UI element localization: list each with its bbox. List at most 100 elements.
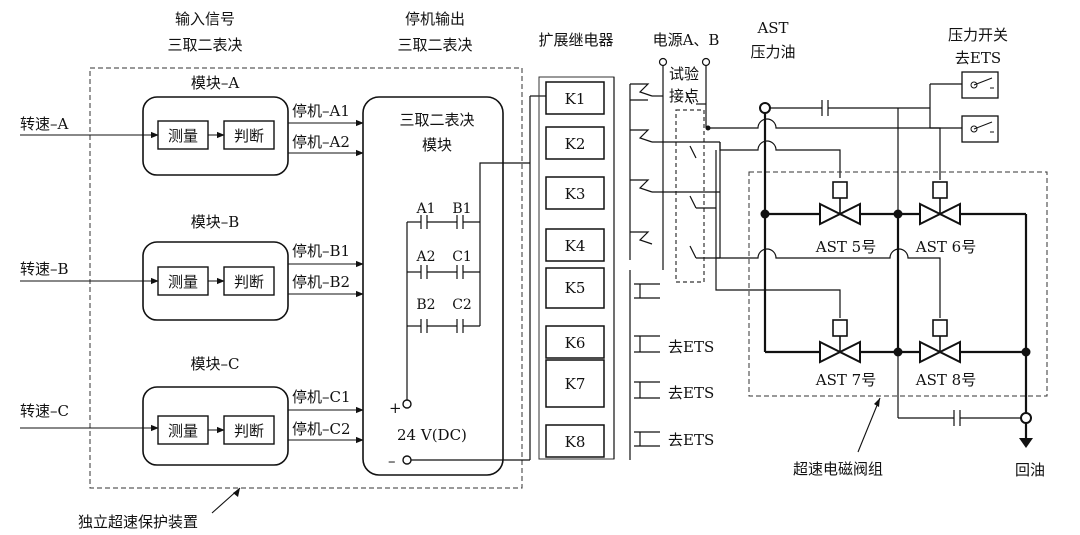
- contact-label: B2: [416, 297, 435, 313]
- voting-module: 三取二表决 模块 A1 B1 A2 C1 B2 C2 + 24: [362, 96, 504, 476]
- trip-out2-label: 停机–A2: [292, 133, 350, 151]
- trip-out2-label: 停机–C2: [292, 420, 351, 438]
- trip-out1-label: 停机–B1: [292, 242, 350, 260]
- return-port: [1020, 412, 1032, 424]
- speed-input-label: 转速–C: [20, 402, 69, 420]
- trip-out1-label: 停机–A1: [292, 102, 350, 120]
- test-point-label-line2: 接点: [669, 87, 699, 105]
- hydraulic-circuit: [759, 71, 1033, 448]
- measure-label: 测量: [168, 127, 198, 145]
- module-title: 模块–C: [191, 355, 240, 373]
- relay-label: K8: [565, 433, 586, 451]
- judge-block: [223, 120, 275, 150]
- relay-k6: [545, 325, 605, 359]
- measure-block: [157, 120, 209, 150]
- plus-sign: +: [389, 399, 402, 417]
- relay-label: K1: [565, 90, 586, 108]
- module-title: 模块–B: [191, 213, 240, 231]
- relay-label: K7: [565, 375, 586, 393]
- valve-ast8: [919, 319, 961, 364]
- relay-label: K6: [565, 334, 586, 352]
- test-point-label-line1: 试验: [669, 65, 699, 83]
- to-ets-label: 去ETS: [668, 338, 714, 356]
- header-pswitch-line1: 压力开关: [948, 26, 1008, 44]
- solenoid-wires: [715, 118, 941, 318]
- contact-label: C1: [452, 249, 472, 265]
- speed-input-label: 转速–A: [20, 115, 69, 133]
- supply-label: 24 V(DC): [397, 426, 467, 444]
- module-box: [142, 386, 289, 466]
- header-ast-line1: AST: [756, 19, 788, 37]
- pressure-switch-2: [961, 115, 999, 143]
- judge-label: 判断: [234, 422, 264, 440]
- header-trip-line1: 停机输出: [405, 10, 465, 28]
- judge-label: 判断: [234, 273, 264, 291]
- to-ets-label: 去ETS: [668, 431, 714, 449]
- voting-title-line1: 三取二表决: [399, 111, 474, 129]
- header-power: 电源A、B: [653, 31, 720, 49]
- contact-ladder: [406, 165, 481, 400]
- voting-box: [362, 96, 504, 476]
- module-title: 模块–A: [191, 74, 240, 92]
- relay-k7: [545, 359, 605, 408]
- speed-input-label: 转速–B: [20, 260, 69, 278]
- device-frame: [89, 67, 523, 489]
- module-c: 模块–C 测量 判断 转速–C 停机–C1 停机–C2: [20, 355, 364, 466]
- judge-block: [223, 266, 275, 296]
- valve-ast5: [819, 181, 861, 226]
- valve-label: AST 6号: [915, 238, 976, 256]
- judge-label: 判断: [234, 127, 264, 145]
- device-label: 独立超速保护装置: [78, 513, 198, 531]
- header-ast-line2: 压力油: [750, 43, 795, 61]
- relay-k1: [545, 81, 605, 115]
- valve-ast6: [919, 181, 961, 226]
- relay-label: K3: [565, 185, 586, 203]
- measure-label: 测量: [168, 422, 198, 440]
- header-relay: 扩展继电器: [538, 31, 613, 49]
- relay-k4: [545, 228, 605, 262]
- relay-label: K5: [565, 279, 586, 297]
- relay-k2: [545, 126, 605, 160]
- valve-group-callout: [857, 397, 881, 453]
- relay-contacts: [629, 57, 746, 460]
- module-a: 模块–A 测量 判断 转速–A 停机–A1 停机–A2: [20, 74, 364, 176]
- return-oil-label: 回油: [1015, 461, 1045, 479]
- junction-dot: [705, 125, 711, 131]
- voting-title-line2: 模块: [422, 136, 452, 154]
- relay-k8: [545, 424, 605, 458]
- plus-terminal: [402, 399, 412, 409]
- to-ets-label: 去ETS: [668, 384, 714, 402]
- minus-sign: –: [388, 452, 396, 470]
- module-b: 模块–B 测量 判断 转速–B 停机–B1 停机–B2: [20, 213, 364, 321]
- return-arrow: [1019, 438, 1033, 448]
- contact-label: A1: [415, 201, 435, 217]
- ast-oil-port: [759, 102, 771, 114]
- header-input-line2: 三取二表决: [167, 36, 242, 54]
- relay-label: K2: [565, 135, 586, 153]
- pressure-switch-1: [961, 71, 999, 99]
- contact-label: C2: [452, 297, 472, 313]
- valve-group-label: 超速电磁阀组: [793, 460, 883, 478]
- column-headers: 输入信号 三取二表决 停机输出 三取二表决 扩展继电器 电源A、B AST 压力…: [167, 10, 1008, 67]
- header-input-line1: 输入信号: [175, 10, 235, 28]
- minus-terminal: [402, 455, 412, 465]
- header-pswitch-line2: 去ETS: [955, 49, 1001, 67]
- relay-k5: [545, 267, 605, 309]
- valve-label: AST 8号: [915, 371, 976, 389]
- relay-label: K4: [565, 237, 586, 255]
- contact-label: A2: [415, 249, 435, 265]
- measure-label: 测量: [168, 273, 198, 291]
- trip-out1-label: 停机–C1: [292, 388, 351, 406]
- valve-label: AST 7号: [815, 371, 876, 389]
- valve-label: AST 5号: [815, 238, 876, 256]
- module-box: [142, 96, 289, 176]
- relay-k3: [545, 176, 605, 210]
- relay-feed-wires: [411, 95, 546, 461]
- valve-ast7: [819, 319, 861, 364]
- header-trip-line2: 三取二表决: [397, 36, 472, 54]
- trip-out2-label: 停机–B2: [292, 273, 350, 291]
- contact-label: B1: [452, 201, 471, 217]
- relay-column: K1 K2 K3 K4 K5 K6 K7 K8: [538, 76, 615, 460]
